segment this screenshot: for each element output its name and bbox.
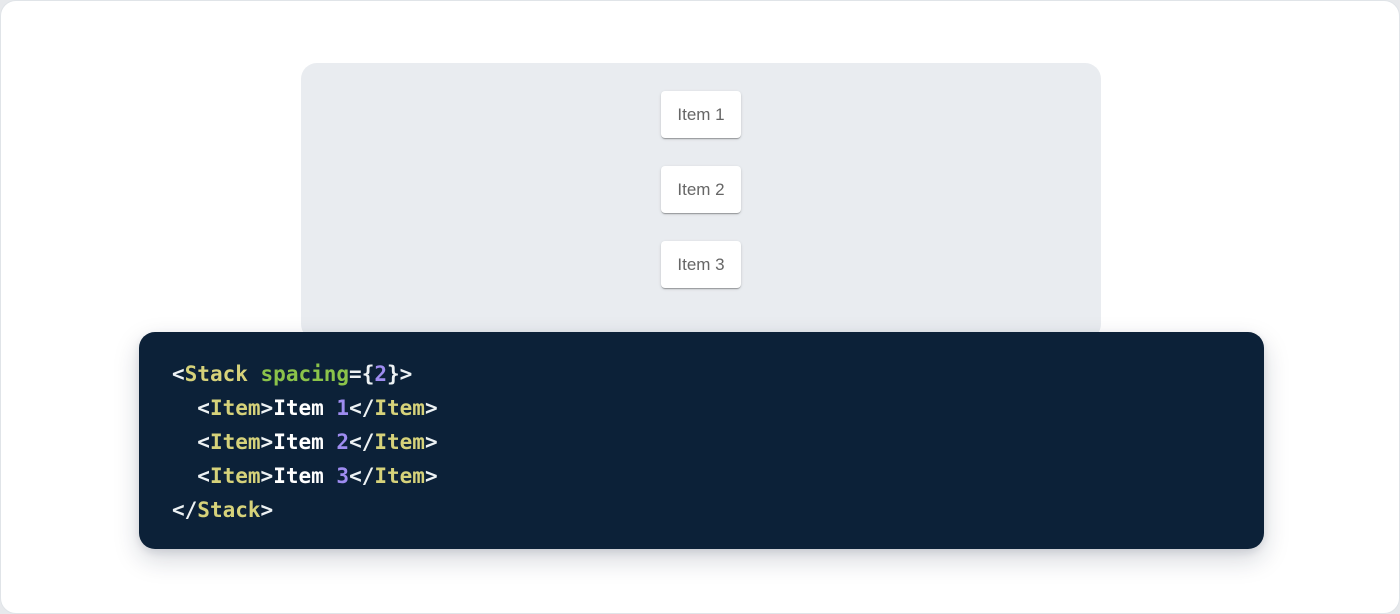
code-token-tag: Item: [374, 464, 425, 488]
code-token-text: Item: [273, 396, 337, 420]
code-line: <Item>Item 1</Item>: [172, 391, 1234, 425]
code-token-tag: Stack: [197, 498, 261, 522]
code-token-text: [172, 396, 197, 420]
code-line: </Stack>: [172, 493, 1234, 527]
code-token-num: 1: [336, 396, 350, 420]
code-token-tag: Item: [209, 464, 261, 488]
code-token-punct: </: [172, 498, 198, 522]
code-token-punct: <: [197, 430, 210, 454]
code-token-punct: </: [349, 430, 375, 454]
code-token-punct: }>: [387, 362, 413, 386]
code-token-punct: >: [260, 430, 274, 454]
code-token-text: [248, 362, 261, 386]
code-token-text: Item: [273, 464, 337, 488]
stack-item: Item 3: [661, 241, 741, 288]
code-token-tag: Item: [374, 396, 425, 420]
code-token-num: 3: [336, 464, 350, 488]
stack-item-label: Item 2: [677, 180, 725, 199]
code-token-text: [172, 464, 197, 488]
code-token-text: Item: [273, 430, 337, 454]
code-token-text: [172, 430, 197, 454]
stack-demo-panel: Item 1 Item 2 Item 3: [301, 63, 1101, 340]
stack-item-label: Item 1: [677, 105, 725, 124]
code-token-punct: >: [260, 464, 274, 488]
stack-item-label: Item 3: [677, 255, 725, 274]
code-token-punct: <: [172, 362, 185, 386]
code-token-punct: >: [260, 396, 274, 420]
code-token-punct: <: [197, 464, 210, 488]
stack-item: Item 1: [661, 91, 741, 138]
code-token-punct: </: [349, 464, 375, 488]
code-token-punct: ={: [349, 362, 375, 386]
code-token-num: 2: [336, 430, 350, 454]
code-token-attr: spacing: [260, 362, 350, 386]
code-token-punct: </: [349, 396, 375, 420]
code-token-punct: >: [424, 430, 438, 454]
stack-item: Item 2: [661, 166, 741, 213]
stack-container: Item 1 Item 2 Item 3: [301, 63, 1101, 288]
code-token-tag: Item: [209, 430, 261, 454]
code-token-punct: >: [260, 498, 274, 522]
code-token-punct: >: [424, 396, 438, 420]
code-token-tag: Item: [374, 430, 425, 454]
code-line: <Stack spacing={2}>: [172, 357, 1234, 391]
code-token-tag: Stack: [184, 362, 248, 386]
code-token-num: 2: [374, 362, 387, 386]
code-token-punct: <: [197, 396, 210, 420]
code-line: <Item>Item 2</Item>: [172, 425, 1234, 459]
code-line: <Item>Item 3</Item>: [172, 459, 1234, 493]
code-token-punct: >: [424, 464, 438, 488]
code-block: <Stack spacing={2}> <Item>Item 1</Item> …: [139, 332, 1264, 549]
code-token-tag: Item: [209, 396, 261, 420]
code-content: <Stack spacing={2}> <Item>Item 1</Item> …: [172, 357, 1234, 527]
